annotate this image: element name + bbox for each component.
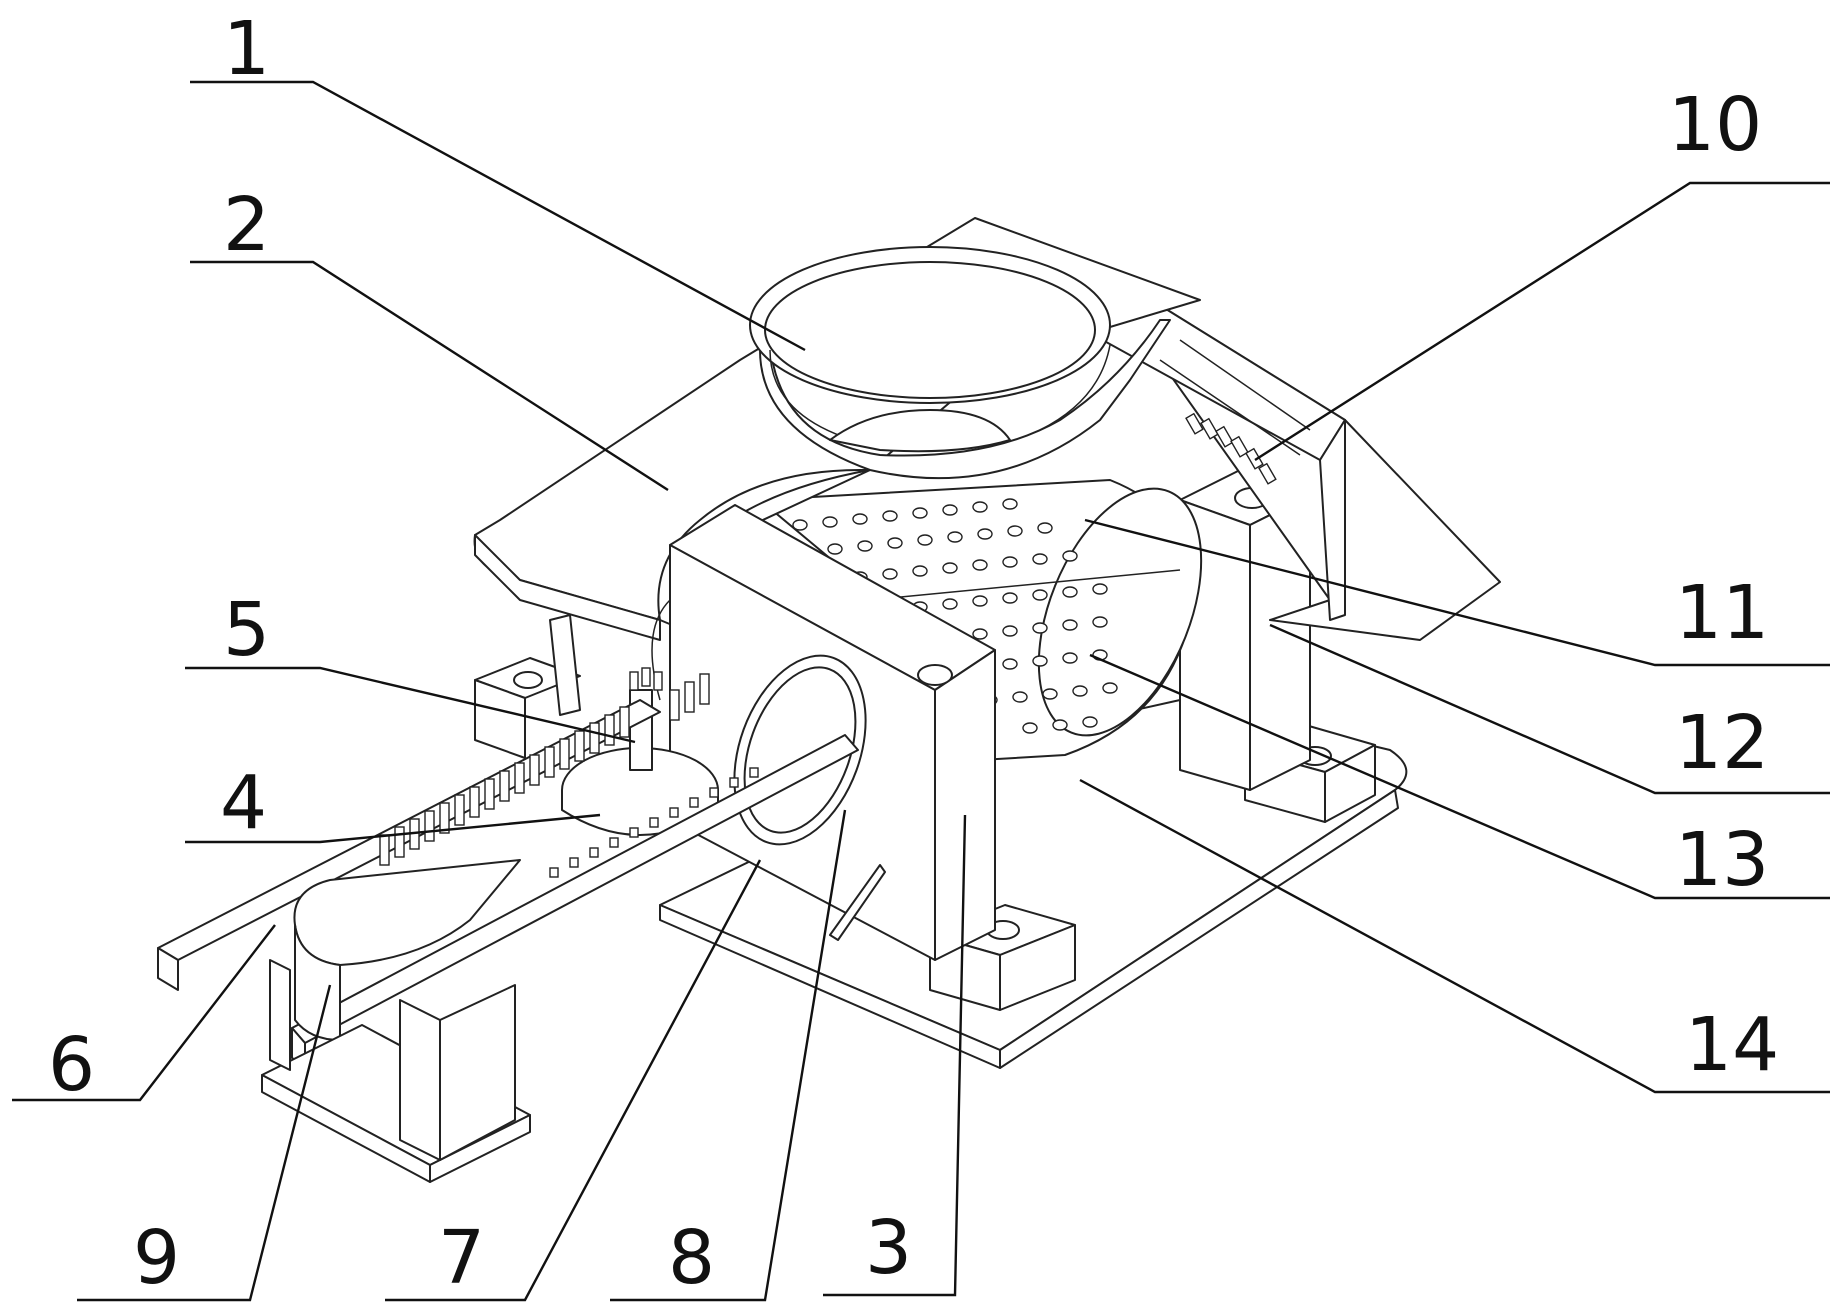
label-13: 13 [1675,817,1769,903]
label-9: 9 [133,1215,180,1301]
label-11: 11 [1675,570,1769,656]
label-8: 8 [668,1215,715,1301]
label-3: 3 [865,1205,912,1291]
label-2: 2 [223,182,270,268]
label-7: 7 [438,1215,485,1301]
label-14: 14 [1685,1002,1779,1088]
label-10: 10 [1668,82,1762,168]
label-6: 6 [48,1022,95,1108]
leader-1 [190,82,805,350]
left-support [475,615,580,758]
pinion-gear-teeth [630,668,662,690]
label-5: 5 [223,587,270,673]
label-1: 1 [223,6,270,92]
label-12: 12 [1675,700,1769,786]
label-4: 4 [220,760,267,846]
